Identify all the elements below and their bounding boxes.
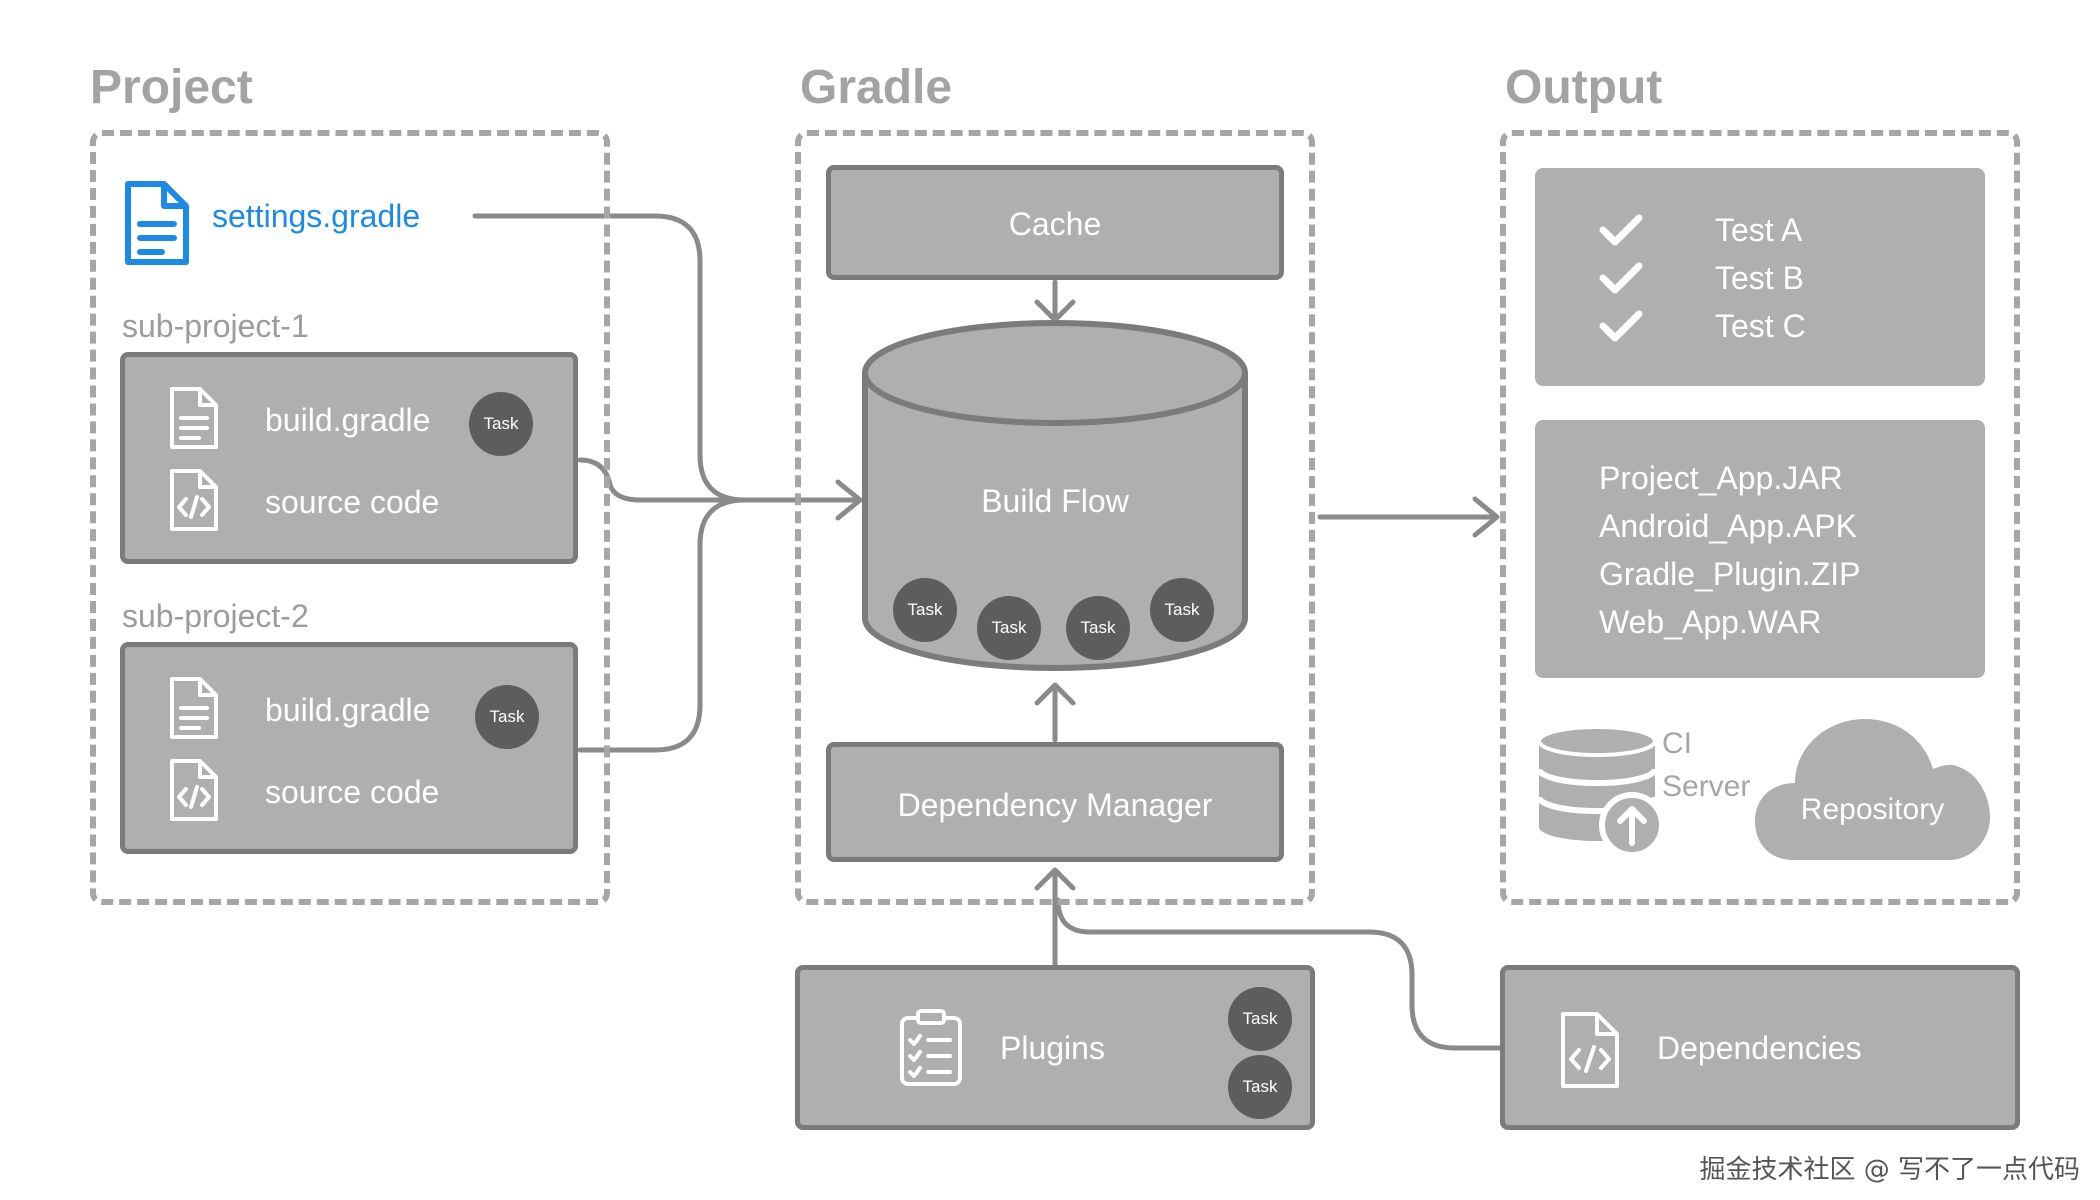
- build-flow-cylinder: [862, 320, 1248, 671]
- build-file-icon: [170, 677, 218, 739]
- task-badge: Task: [893, 578, 957, 642]
- build-gradle-label: build.gradle: [265, 402, 431, 438]
- arrowhead-buildflow-in: [835, 479, 863, 521]
- build-file-icon: [170, 387, 218, 449]
- dependencies-connector: [1055, 897, 1503, 1051]
- test-item: Test A: [1715, 212, 1803, 248]
- artifact-item: Gradle_Plugin.ZIP: [1599, 556, 1861, 592]
- artifacts-box: Project_App.JAR Android_App.APK Gradle_P…: [1535, 420, 1985, 678]
- artifact-item: Android_App.APK: [1599, 508, 1857, 544]
- sub-project-2-box: build.gradle Task source code: [120, 642, 578, 854]
- sub-project-2-title: sub-project-2: [122, 598, 309, 634]
- project-title: Project: [90, 61, 253, 114]
- check-icon: [1599, 310, 1643, 342]
- check-icon: [1599, 262, 1643, 294]
- ci-server-database-icon: [1536, 725, 1665, 855]
- task-badge: Task: [1150, 578, 1214, 642]
- settings-connector: [472, 213, 858, 503]
- project-group: [90, 130, 610, 905]
- watermark: 掘金技术社区 @ 写不了一点代码: [1699, 1155, 2080, 1185]
- artifact-item: Web_App.WAR: [1599, 604, 1822, 640]
- task-badge: Task: [475, 685, 539, 749]
- repository-cloud-icon: [1755, 719, 1990, 860]
- build-gradle-label: build.gradle: [265, 692, 431, 728]
- code-file-icon: [1561, 1012, 1619, 1088]
- gradle-title: Gradle: [800, 61, 953, 114]
- cache-box: Cache: [826, 165, 1284, 280]
- check-icon: [1599, 214, 1643, 246]
- output-title: Output: [1505, 61, 1663, 114]
- plugins-label: Plugins: [1000, 1030, 1105, 1066]
- gradle-group: [795, 130, 1315, 905]
- cache-label: Cache: [1008, 206, 1102, 242]
- task-badge: Task: [469, 392, 533, 456]
- depmanager-to-buildflow-arrow: [1034, 682, 1076, 743]
- clipboard-checklist-icon: [900, 1009, 962, 1086]
- dependency-manager-label: Dependency Manager: [897, 787, 1213, 823]
- task-badge: Task: [1228, 1055, 1292, 1119]
- dependencies-label: Dependencies: [1657, 1030, 1862, 1066]
- sub-project-1-title: sub-project-1: [122, 308, 309, 344]
- task-badge: Task: [1066, 596, 1130, 660]
- repository-label: Repository: [1800, 793, 1945, 826]
- task-badge: Task: [1228, 987, 1292, 1051]
- build-flow-label: Build Flow: [981, 483, 1129, 519]
- code-file-icon: [170, 469, 218, 531]
- output-arrow: [1317, 496, 1500, 538]
- task-badge: Task: [977, 596, 1041, 660]
- dependency-manager-box: Dependency Manager: [826, 742, 1284, 862]
- plugins-box: Plugins Task Task: [795, 965, 1315, 1130]
- artifact-item: Project_App.JAR: [1599, 460, 1843, 496]
- settings-gradle-label: settings.gradle: [212, 198, 421, 234]
- dependencies-box: Dependencies: [1500, 965, 2020, 1130]
- subproject2-connector: [577, 497, 748, 753]
- server-label: Server: [1662, 770, 1751, 803]
- tests-box: Test A Test B Test C: [1535, 168, 1985, 386]
- code-file-icon: [170, 759, 218, 821]
- output-group: [1500, 130, 2020, 905]
- sub-project-1-box: build.gradle Task source code: [120, 352, 578, 564]
- test-item: Test B: [1715, 260, 1804, 296]
- settings-file-icon: [125, 181, 189, 265]
- test-item: Test C: [1715, 308, 1806, 344]
- source-code-label: source code: [265, 484, 440, 520]
- subproject1-connector: [577, 457, 858, 503]
- plugins-to-depmanager-arrow: [1034, 867, 1076, 968]
- ci-label: CI: [1662, 727, 1692, 760]
- source-code-label: source code: [265, 774, 440, 810]
